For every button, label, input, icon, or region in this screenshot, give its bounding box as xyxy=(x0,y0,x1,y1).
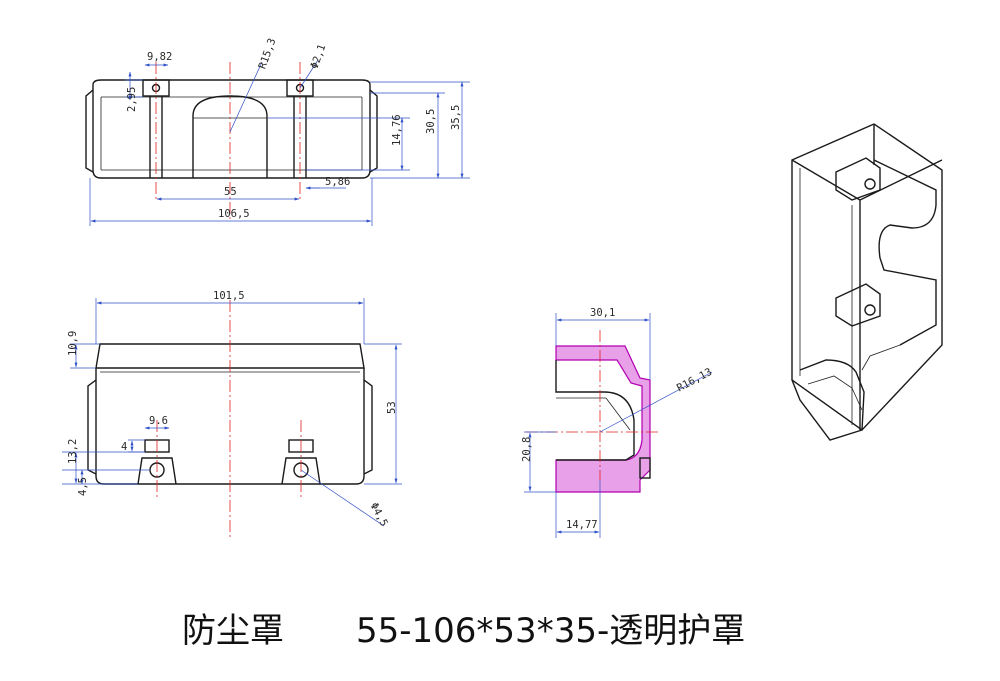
dim-top-band: 10,9 xyxy=(67,331,79,356)
dim-inner-height: 14,76 xyxy=(391,114,403,146)
isometric-view xyxy=(791,123,943,441)
dim-hole-diameter: Φ2,1 xyxy=(308,43,328,71)
dim-hole-diameter-front: Φ4,5 xyxy=(368,501,390,529)
top-view: 9,82 R15,3 Φ2,1 2,95 14,76 30,5 35,5 55 … xyxy=(85,37,470,226)
dim-ear-height: 2,95 xyxy=(126,87,138,112)
section-view: 30,1 R16,13 20,8 14,77 xyxy=(521,307,714,538)
front-view: 101,5 10,9 53 9.6 4 13,2 4,5 Φ4,5 xyxy=(62,290,402,540)
title-block: 防尘罩 55-106*53*35-透明护罩 xyxy=(182,611,745,651)
dim-radius: R16,13 xyxy=(675,366,714,394)
dim-bottom-depth: 14,77 xyxy=(566,519,598,531)
dim-total-length: 106,5 xyxy=(218,208,250,220)
dim-tab-offset: 4 xyxy=(121,441,127,453)
dim-total-height: 35,5 xyxy=(450,105,462,130)
dim-arc-radius: R15,3 xyxy=(256,37,278,71)
title-label: 防尘罩 xyxy=(182,611,284,651)
dim-ear-offset: 5,86 xyxy=(325,176,350,188)
dim-opening: 20,8 xyxy=(521,437,533,462)
dim-mid-height: 30,5 xyxy=(425,109,437,134)
dim-width: 101,5 xyxy=(213,290,245,302)
dim-hole-spacing-small: 9,82 xyxy=(147,51,172,63)
dim-hole-bottom: 4,5 xyxy=(77,477,89,496)
dim-center-spacing: 55 xyxy=(224,186,237,198)
dim-depth: 30,1 xyxy=(590,307,615,319)
title-spec: 55-106*53*35-透明护罩 xyxy=(356,611,745,651)
dim-height: 53 xyxy=(386,401,398,414)
dim-tab-width: 9.6 xyxy=(149,415,168,427)
dim-hole-height: 13,2 xyxy=(67,439,79,464)
